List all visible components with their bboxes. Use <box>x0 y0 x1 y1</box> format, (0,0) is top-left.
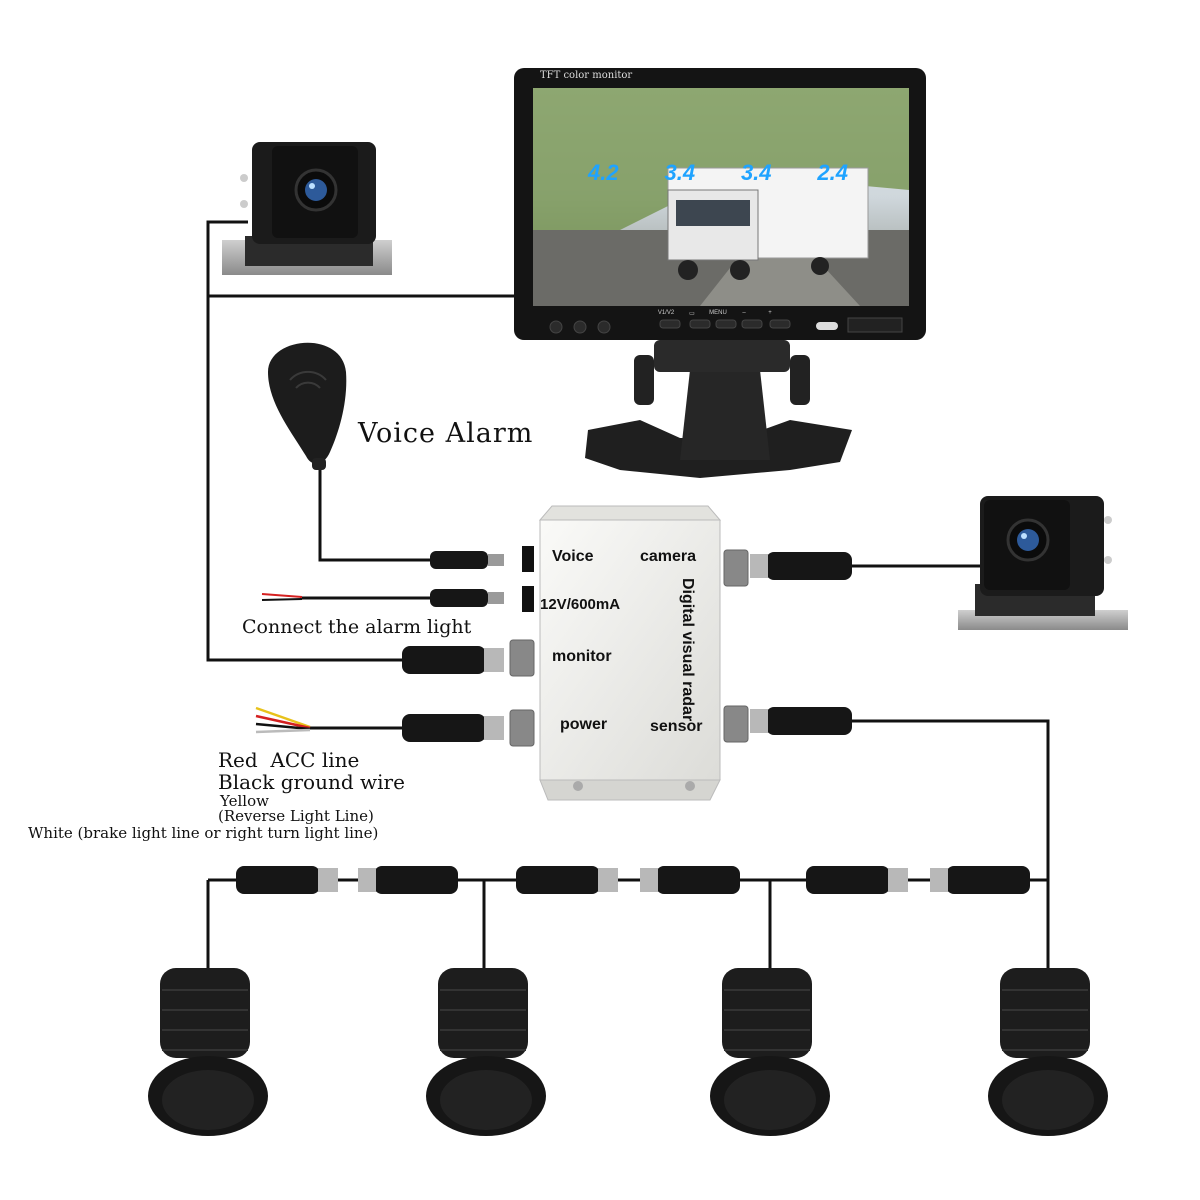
wire-left-camera <box>206 220 402 662</box>
port-power-label: power <box>560 716 608 733</box>
left-camera <box>222 142 392 275</box>
parking-sensor-2 <box>426 968 546 1136</box>
parking-sensor-3 <box>710 968 830 1136</box>
legend-yellow: Yellow <box>220 792 269 810</box>
overlay-reading-1: 4.2 <box>588 160 619 185</box>
connectors <box>236 551 1030 894</box>
alarm-light-label: Connect the alarm light <box>242 616 472 638</box>
voice-alarm-speaker <box>268 342 347 470</box>
overlay-reading-3: 3.4 <box>740 160 772 185</box>
port-monitor-label: monitor <box>552 648 612 665</box>
alarm-light-leads <box>261 593 303 601</box>
legend-white: White (brake light line or right turn li… <box>28 824 379 842</box>
control-box-title: Digital visual radar <box>679 578 696 722</box>
wire-voice-alarm <box>318 468 430 562</box>
button-label-screen: ▭ <box>689 311 695 317</box>
wire-sensor-main <box>852 719 1050 968</box>
overlay-readings: 4.2 3.4 3.4 2.4 <box>588 160 848 186</box>
overlay-reading-4: 2.4 <box>817 160 848 185</box>
button-label-menu: MENU <box>709 310 727 316</box>
parking-sensor-4 <box>988 968 1108 1136</box>
monitor-button-labels: V1/V2 ▭ MENU – + <box>656 310 780 317</box>
port-voice-label: Voice <box>552 548 594 565</box>
power-leads <box>255 706 311 734</box>
legend-black-ground: Black ground wire <box>218 770 405 794</box>
button-label-minus: – <box>742 310 746 316</box>
monitor-brand-label: TFT color monitor <box>540 70 633 81</box>
port-sensor-label: sensor <box>650 718 703 735</box>
parking-sensor-1 <box>148 968 268 1136</box>
button-label-plus: + <box>768 310 772 316</box>
voice-alarm-label: Voice Alarm <box>358 418 534 449</box>
legend-red-acc: Red ACC line <box>218 748 360 772</box>
right-camera <box>958 496 1128 630</box>
legend-yellow-note: (Reverse Light Line) <box>218 807 374 825</box>
power-rating-label: 12V/600mA <box>540 596 621 613</box>
monitor <box>514 68 926 478</box>
control-box <box>509 505 749 801</box>
button-label-v1v2: V1/V2 <box>657 310 675 316</box>
port-camera-label: camera <box>640 548 697 565</box>
overlay-reading-2: 3.4 <box>664 160 696 185</box>
